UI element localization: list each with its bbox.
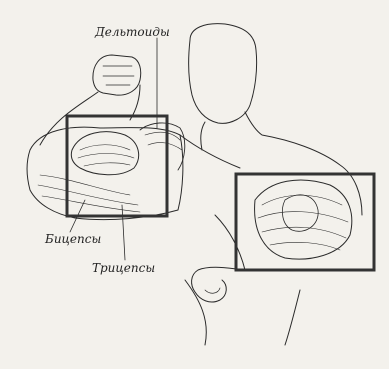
- arm-highlight-frame: [67, 116, 167, 216]
- label-triceps: Трицепсы: [92, 262, 155, 274]
- triceps-shape: [38, 175, 140, 212]
- label-biceps: Бицепсы: [45, 233, 101, 245]
- triceps-leader-line: [122, 205, 125, 260]
- fist-outline: [93, 55, 141, 95]
- label-deltoids: Дельтоиды: [95, 26, 170, 38]
- pectoral-shape: [255, 180, 352, 259]
- upper-arm-outline: [27, 127, 183, 219]
- lower-arm-outline: [192, 267, 245, 302]
- torso-outline: [180, 112, 362, 215]
- chest-highlight-frame: [236, 174, 374, 270]
- head-outline: [189, 24, 257, 124]
